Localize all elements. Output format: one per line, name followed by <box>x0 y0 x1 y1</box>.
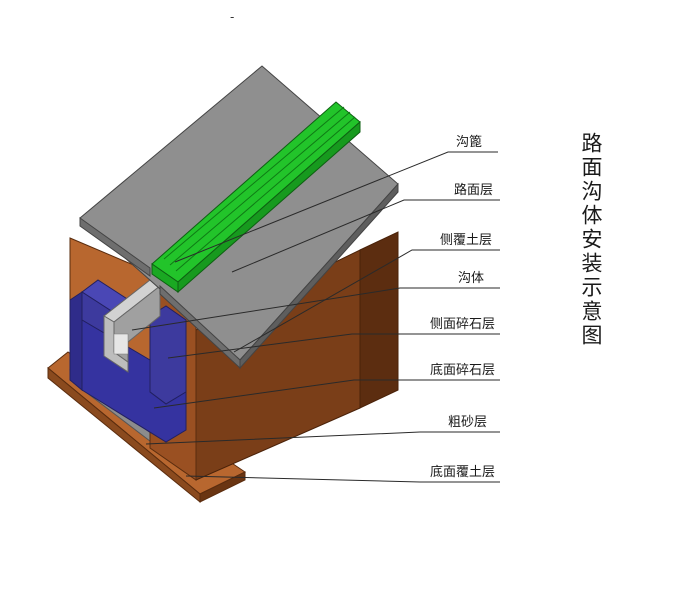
label-pavement: 路面层 <box>454 182 493 198</box>
leader-grate <box>174 151 498 263</box>
pavement-left-edge <box>79 217 151 277</box>
label-grate: 沟篦 <box>456 135 482 150</box>
leader-coarse-sand <box>145 431 500 445</box>
trench-body-slot <box>113 333 129 355</box>
bottom-gravel-side <box>69 291 83 392</box>
label-side-gravel: 侧面碎石层 <box>430 317 495 332</box>
leader-bottom-cover-soil <box>185 475 500 483</box>
bottom-soil-right-face <box>199 471 246 503</box>
leader-pavement <box>231 199 500 273</box>
leader-bottom-gravel <box>153 379 500 409</box>
leader-side-gravel <box>167 333 500 359</box>
label-coarse-sand: 粗砂层 <box>448 415 487 430</box>
leader-side-cover-soil <box>233 249 500 353</box>
stray-mark: - <box>230 10 235 24</box>
label-side-cover-soil: 侧覆土层 <box>440 233 492 248</box>
leader-lines <box>131 151 500 483</box>
side-soil-back-face <box>359 231 399 409</box>
grate-slots <box>163 106 356 272</box>
pavement-front-edge <box>159 284 241 370</box>
label-bottom-cover-soil: 底面覆土层 <box>430 464 495 480</box>
label-trench-body: 沟体 <box>458 271 484 286</box>
grate-front <box>151 263 179 293</box>
leader-trench-body <box>131 287 500 331</box>
diagram-title: 路面沟体安装示意图 <box>579 132 603 348</box>
label-bottom-gravel: 底面碎石层 <box>430 362 495 378</box>
side-gravel-right-block <box>149 305 187 405</box>
